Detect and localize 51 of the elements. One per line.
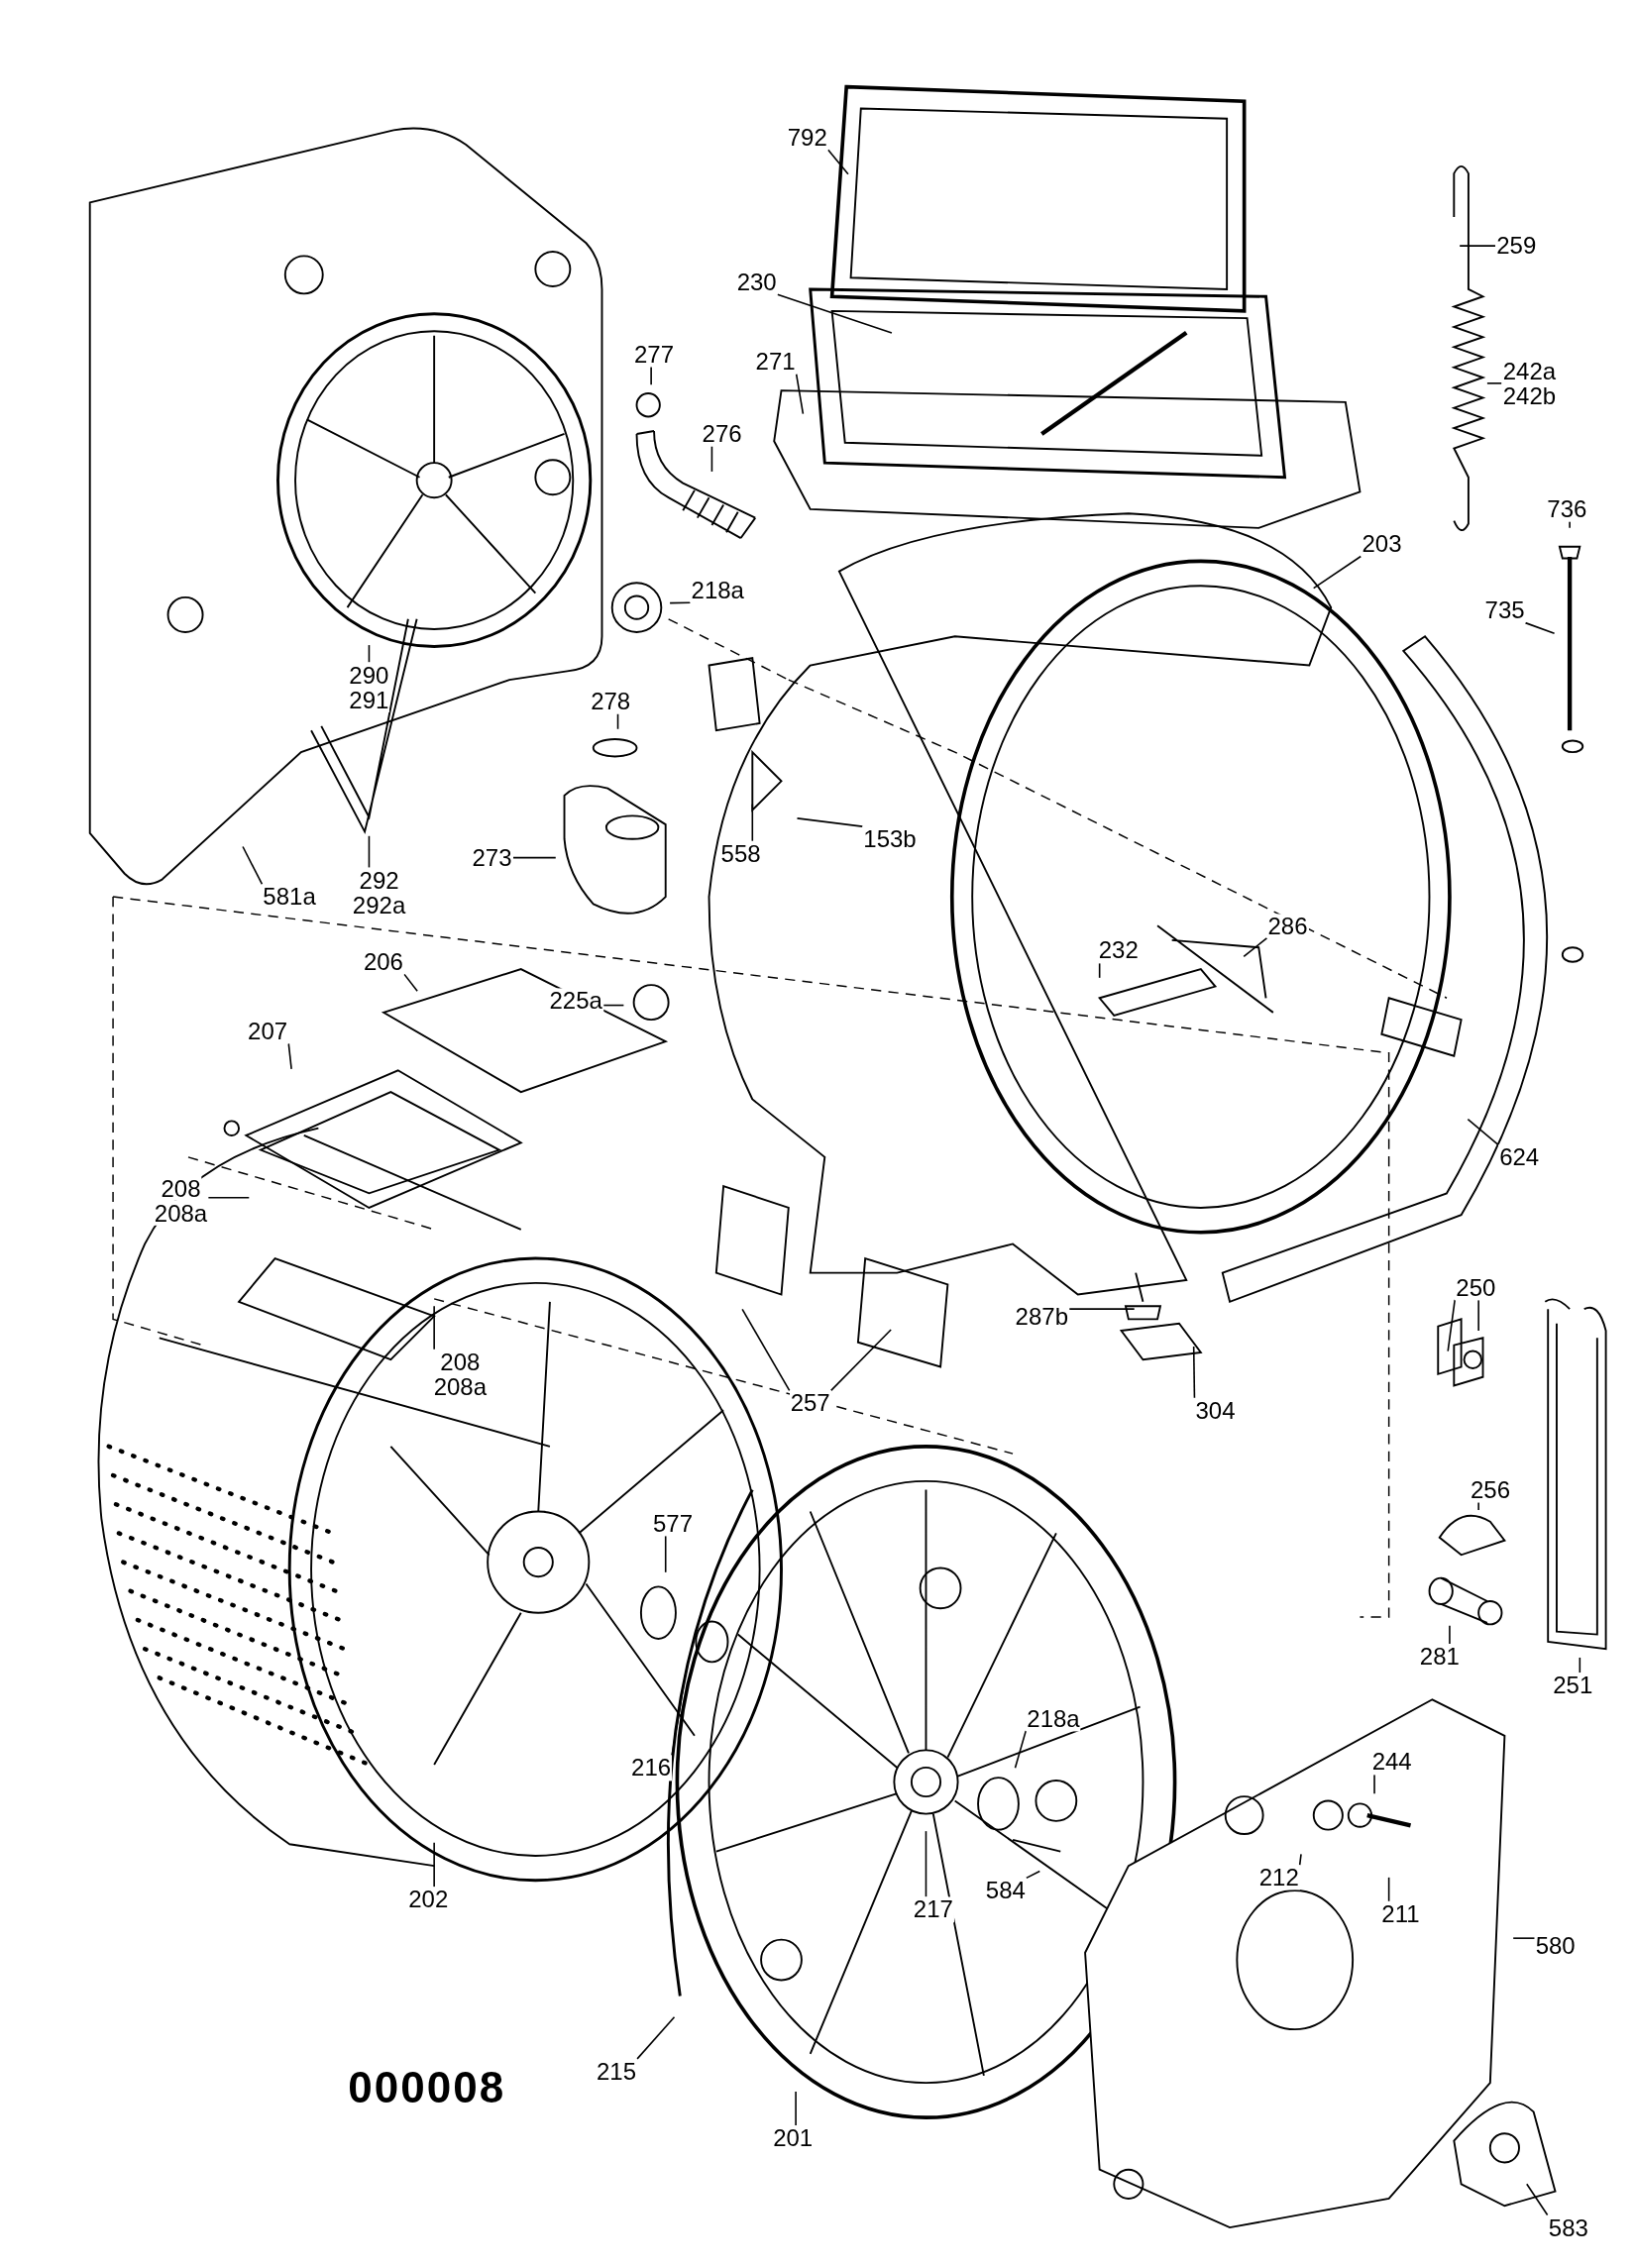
leader-line: [1486, 382, 1503, 384]
leader-line: [1025, 1870, 1041, 1880]
leader-line: [1467, 1118, 1499, 1146]
leader-line: [710, 445, 713, 473]
callout-number: 208a: [153, 1200, 209, 1227]
leader-line: [433, 1305, 435, 1350]
leader-line: [433, 1842, 435, 1888]
leader-line: [1449, 1625, 1451, 1645]
leader-line: [776, 293, 893, 334]
leader-line: [1477, 1501, 1479, 1511]
leader-line: [650, 366, 652, 386]
drawing-number: 000008: [348, 2066, 506, 2110]
leader-line: [1312, 555, 1362, 590]
leader-line: [1459, 245, 1496, 247]
leader-line: [827, 149, 849, 175]
leader-line: [1447, 1299, 1456, 1352]
leader-line: [795, 373, 805, 415]
leader-line: [207, 1196, 251, 1199]
leader-line: [1387, 1877, 1390, 1902]
leader-line: [751, 803, 754, 842]
leader-line: [1068, 1308, 1136, 1310]
leader-line: [1477, 1299, 1479, 1332]
leader-line: [403, 973, 418, 993]
leader-line: [796, 817, 864, 827]
leader-line: [368, 834, 371, 869]
leader-line: [636, 2015, 676, 2060]
leader-line: [829, 1329, 892, 1392]
leader-line: [1243, 937, 1268, 958]
leader-line: [1524, 621, 1556, 635]
leader-line: [664, 1534, 667, 1573]
leader-line: [741, 1308, 791, 1392]
leader-line: [1298, 1853, 1302, 1867]
leader-line: [368, 644, 371, 664]
callout-number: 225a: [548, 988, 603, 1015]
leader-line: [287, 1042, 292, 1070]
callout-number: 217: [912, 1896, 954, 1922]
leader-line: [925, 1830, 927, 1898]
leader-line: [795, 2091, 797, 2126]
leader-line: [1512, 1937, 1536, 1939]
callout-number: 216: [630, 1755, 673, 1781]
leader-line: [1373, 1773, 1375, 1794]
leader-line: [242, 845, 264, 886]
leader-line: [669, 601, 692, 604]
callout-number: 208: [160, 1175, 202, 1201]
leader-line: [1192, 1346, 1196, 1399]
leader-line: [1569, 520, 1571, 529]
leader-line: [602, 1004, 625, 1007]
leader-line: [1526, 2183, 1549, 2216]
leader-line: [1579, 1657, 1581, 1674]
leader-line: [511, 856, 557, 859]
leader-line: [1014, 1730, 1028, 1770]
